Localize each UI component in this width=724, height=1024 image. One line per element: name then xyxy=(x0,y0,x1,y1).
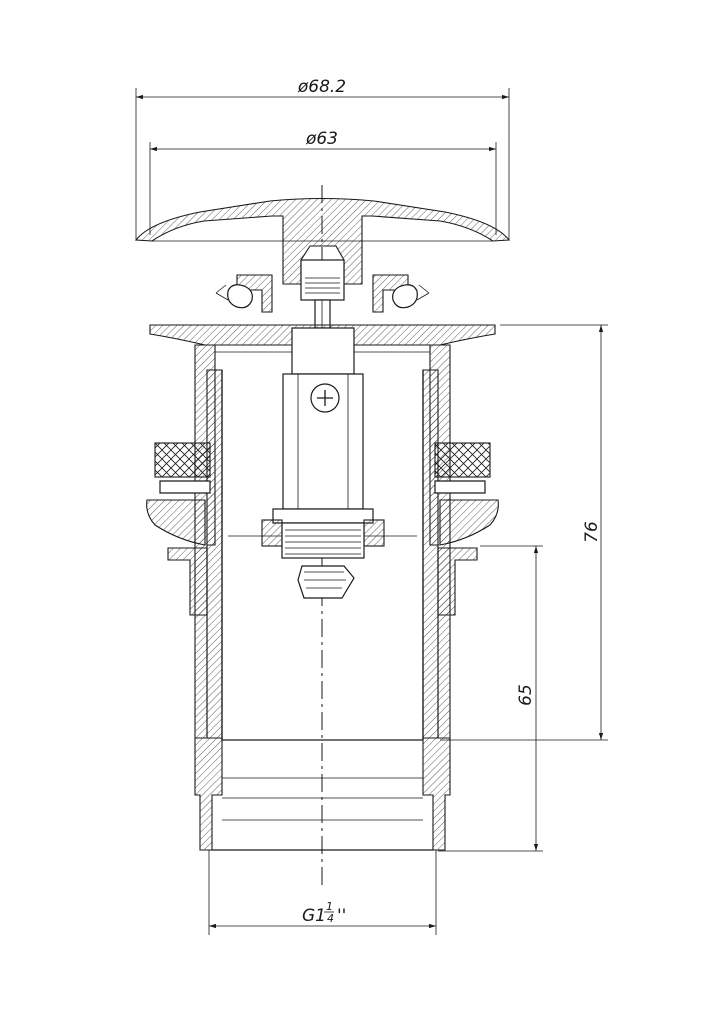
thread-label: G1 xyxy=(302,906,326,926)
total-height-label: 76 xyxy=(582,521,602,543)
thread-prefix: G1 xyxy=(302,906,326,926)
threaded-tail xyxy=(194,737,451,851)
rubber-washer-right xyxy=(434,442,491,494)
plug-cap xyxy=(134,197,511,285)
plug-stem xyxy=(300,259,345,329)
cap-seal-left xyxy=(215,274,273,313)
thread-fraction-numerator: 1 xyxy=(326,900,333,913)
body-height-dimension: 65 xyxy=(438,545,543,852)
inner-diameter-dimension: ø63 xyxy=(149,129,497,235)
total-height-dimension: 76 xyxy=(440,324,608,741)
cap-seal-right xyxy=(372,274,430,313)
pop-up-spindle xyxy=(261,327,385,599)
body-height-label: 65 xyxy=(516,684,536,706)
thread-fraction-denominator: 4 xyxy=(327,912,334,925)
rubber-washer-left xyxy=(154,442,211,494)
thread-suffix: '' xyxy=(337,906,346,926)
lock-nut xyxy=(167,547,478,616)
inner-diameter-label: ø63 xyxy=(305,129,338,149)
conical-gasket-right xyxy=(439,499,499,546)
outer-diameter-label: ø68.2 xyxy=(297,77,346,97)
thread-dimension: G1 1 4 '' xyxy=(208,850,437,935)
outer-diameter-dimension: ø68.2 xyxy=(135,77,510,240)
conical-gasket-left xyxy=(146,499,206,546)
